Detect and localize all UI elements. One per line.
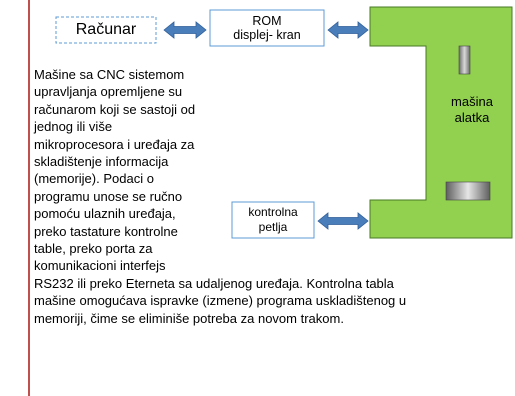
text-line: upravljanja opremljene su — [34, 84, 183, 100]
machine-label-line2: alatka — [454, 110, 490, 125]
computer-box — [55, 16, 157, 44]
text-line: skladištenje informacija — [34, 154, 169, 169]
machine-frame — [369, 6, 513, 239]
text-line: table, preko porta za — [34, 241, 153, 256]
arrow-rom-machine — [327, 21, 369, 39]
text-line: računarom koji se sastoji od — [34, 101, 196, 117]
computer-label: Računar — [75, 21, 137, 38]
text-line: jednog ili više — [34, 119, 113, 135]
text-line: Mašine sa CNC sistemom — [34, 67, 185, 82]
text-line: mašine omogućava ispravke (izmene) progr… — [34, 293, 407, 309]
text-line: programu unose se ručno — [34, 188, 183, 204]
control-loop-label-line2: petlja — [258, 220, 288, 234]
machine-label-line1: mašina — [451, 94, 493, 109]
control-loop-box — [231, 201, 315, 239]
machine-worktable — [445, 181, 491, 201]
arrow-computer-rom — [163, 21, 207, 39]
rom-box — [209, 9, 325, 47]
control-loop-label-line1: kontrolna — [248, 205, 298, 219]
rom-label-line1: ROM — [252, 14, 282, 28]
text-line: pomoću ulaznih uređaja, — [34, 206, 176, 222]
slide-left-rule — [28, 0, 30, 396]
arrow-control-machine — [317, 212, 369, 230]
text-line: komunikacioni interfejs — [34, 258, 166, 274]
text-line: RS232 ili preko Eterneta sa udaljenog ur… — [34, 275, 394, 291]
rom-label-line2: displej- kran — [233, 28, 301, 42]
machine-spindle — [458, 45, 471, 75]
text-line: mikroprocesora i uređaja za — [34, 136, 195, 152]
text-line: preko tastature kontrolne — [34, 223, 178, 239]
text-line: (memorije). Podaci o — [34, 171, 154, 187]
text-line: memoriji, čime se eliminiše potreba za n… — [34, 310, 344, 326]
